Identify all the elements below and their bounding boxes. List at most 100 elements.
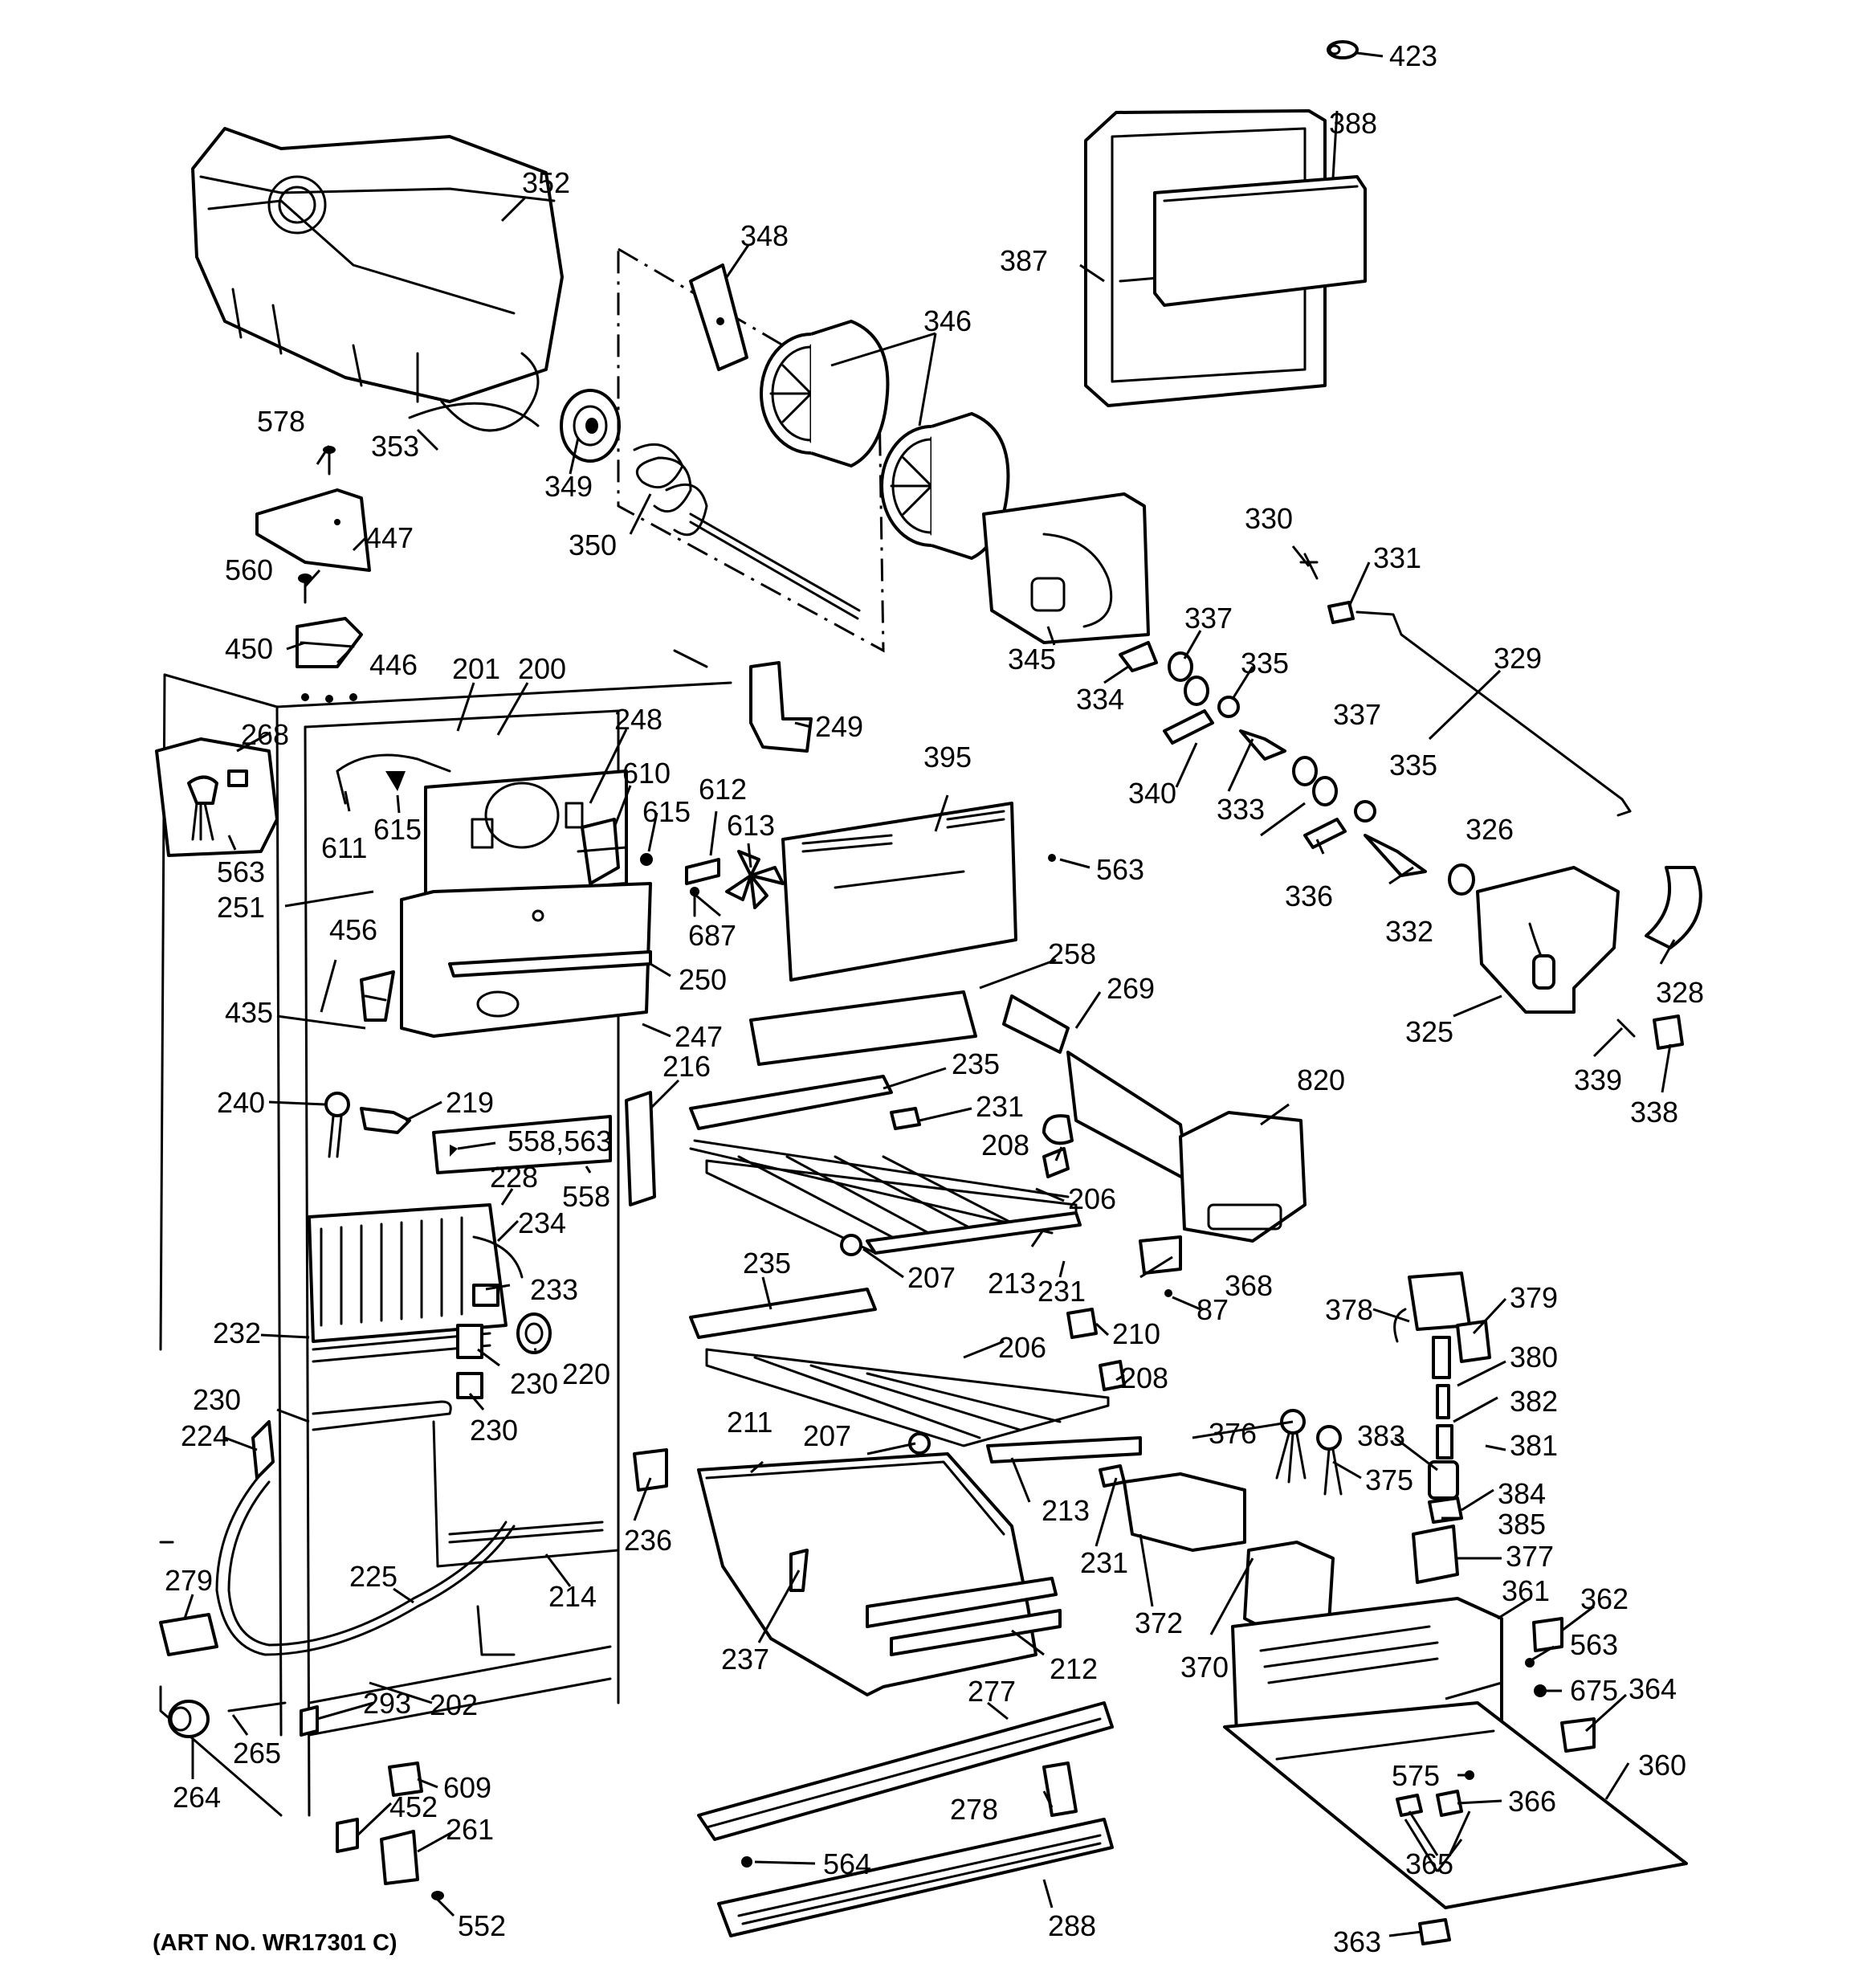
callout-349: 349 xyxy=(544,470,593,503)
callout-346: 346 xyxy=(923,304,972,337)
callout-558: 558 xyxy=(562,1180,610,1213)
callout-269: 269 xyxy=(1107,972,1155,1005)
callout-450: 450 xyxy=(225,632,273,665)
callout-261: 261 xyxy=(446,1813,494,1846)
callout-395: 395 xyxy=(923,741,972,774)
callout-340: 340 xyxy=(1128,777,1176,810)
callout-332: 332 xyxy=(1385,915,1433,948)
callout-612: 612 xyxy=(699,773,747,806)
callout-388: 388 xyxy=(1329,107,1377,140)
callout-339: 339 xyxy=(1574,1063,1622,1096)
callout-213: 213 xyxy=(988,1267,1036,1300)
callout-232: 232 xyxy=(213,1316,261,1349)
callout-249: 249 xyxy=(815,710,863,743)
callout-687: 687 xyxy=(688,919,736,952)
callout-225: 225 xyxy=(349,1560,397,1593)
callout-379: 379 xyxy=(1510,1281,1558,1314)
callout-87: 87 xyxy=(1196,1293,1229,1326)
callout-211: 211 xyxy=(727,1406,773,1439)
callout-208: 208 xyxy=(981,1129,1029,1161)
callout-452: 452 xyxy=(389,1790,438,1823)
callout-362: 362 xyxy=(1580,1582,1629,1615)
callout-326: 326 xyxy=(1466,813,1514,846)
callout-820: 820 xyxy=(1297,1063,1345,1096)
callout-456: 456 xyxy=(329,913,377,946)
callout-268: 268 xyxy=(241,718,289,751)
callout-350: 350 xyxy=(569,529,617,561)
callout-385: 385 xyxy=(1498,1508,1546,1541)
callout-376: 376 xyxy=(1209,1417,1257,1450)
callout-336: 336 xyxy=(1285,880,1333,912)
callout-214: 214 xyxy=(548,1580,597,1613)
callout-381: 381 xyxy=(1510,1429,1558,1462)
callout-202: 202 xyxy=(430,1688,478,1721)
callout-423: 423 xyxy=(1389,39,1437,72)
callout-563b: 563 xyxy=(1096,853,1144,886)
callout-377: 377 xyxy=(1506,1540,1554,1573)
callout-230b: 230 xyxy=(193,1383,241,1416)
callout-200: 200 xyxy=(518,652,566,685)
callout-231c: 231 xyxy=(1080,1546,1128,1579)
callout-208b: 208 xyxy=(1120,1361,1168,1394)
callout-207b: 207 xyxy=(803,1419,851,1452)
callout-337: 337 xyxy=(1184,602,1233,635)
callout-231b: 231 xyxy=(1037,1275,1086,1308)
callout-206b: 206 xyxy=(998,1331,1046,1364)
callout-387: 387 xyxy=(1000,244,1048,277)
callout-363: 363 xyxy=(1333,1925,1381,1958)
callout-380: 380 xyxy=(1510,1341,1558,1374)
callout-353: 353 xyxy=(371,430,419,463)
callout-564: 564 xyxy=(823,1847,871,1880)
callout-366: 366 xyxy=(1508,1785,1556,1818)
callout-361: 361 xyxy=(1502,1574,1550,1607)
callout-219: 219 xyxy=(446,1086,494,1119)
callout-352: 352 xyxy=(522,166,570,199)
callout-348: 348 xyxy=(740,219,789,252)
callout-337b: 337 xyxy=(1333,698,1381,731)
callout-563c: 563 xyxy=(1570,1628,1618,1661)
callout-552: 552 xyxy=(458,1909,506,1942)
callout-610: 610 xyxy=(622,757,671,790)
art-number: (ART NO. WR17301 C) xyxy=(153,1930,397,1956)
callout-435: 435 xyxy=(225,996,273,1029)
callout-212: 212 xyxy=(1050,1652,1098,1685)
callout-206: 206 xyxy=(1068,1182,1116,1215)
callout-675: 675 xyxy=(1570,1674,1618,1707)
callout-609: 609 xyxy=(443,1771,491,1804)
callout-235b: 235 xyxy=(743,1247,791,1280)
callout-615: 615 xyxy=(642,795,691,828)
callout-278: 278 xyxy=(950,1793,998,1826)
callout-240: 240 xyxy=(217,1086,265,1119)
callout-560: 560 xyxy=(225,553,273,586)
callout-247: 247 xyxy=(675,1020,723,1053)
callout-335b: 335 xyxy=(1389,749,1437,782)
callout-329: 329 xyxy=(1494,642,1542,675)
callout-378: 378 xyxy=(1325,1293,1373,1326)
callout-216: 216 xyxy=(662,1050,711,1083)
callout-578: 578 xyxy=(257,405,305,438)
callout-230c: 230 xyxy=(470,1414,518,1447)
callout-338: 338 xyxy=(1630,1096,1678,1129)
callout-563: 563 xyxy=(217,855,265,888)
callout-250: 250 xyxy=(679,963,727,996)
callout-236: 236 xyxy=(624,1524,672,1557)
callout-368: 368 xyxy=(1225,1269,1273,1302)
callout-328: 328 xyxy=(1656,976,1704,1009)
callout-335: 335 xyxy=(1241,647,1289,680)
callout-334: 334 xyxy=(1076,683,1124,716)
callout-330: 330 xyxy=(1245,502,1293,535)
callout-383: 383 xyxy=(1357,1419,1405,1452)
callout-231: 231 xyxy=(976,1090,1024,1123)
callout-234: 234 xyxy=(518,1206,566,1239)
callout-446: 446 xyxy=(369,648,418,681)
callout-331: 331 xyxy=(1373,541,1421,574)
callout-384: 384 xyxy=(1498,1477,1546,1510)
callout-558-563: 558,563 xyxy=(508,1125,612,1157)
callout-360: 360 xyxy=(1638,1749,1686,1782)
callout-365: 365 xyxy=(1405,1847,1453,1880)
callout-293: 293 xyxy=(363,1687,411,1720)
callout-251: 251 xyxy=(217,891,265,924)
callout-382: 382 xyxy=(1510,1385,1558,1418)
callout-235: 235 xyxy=(952,1047,1000,1080)
